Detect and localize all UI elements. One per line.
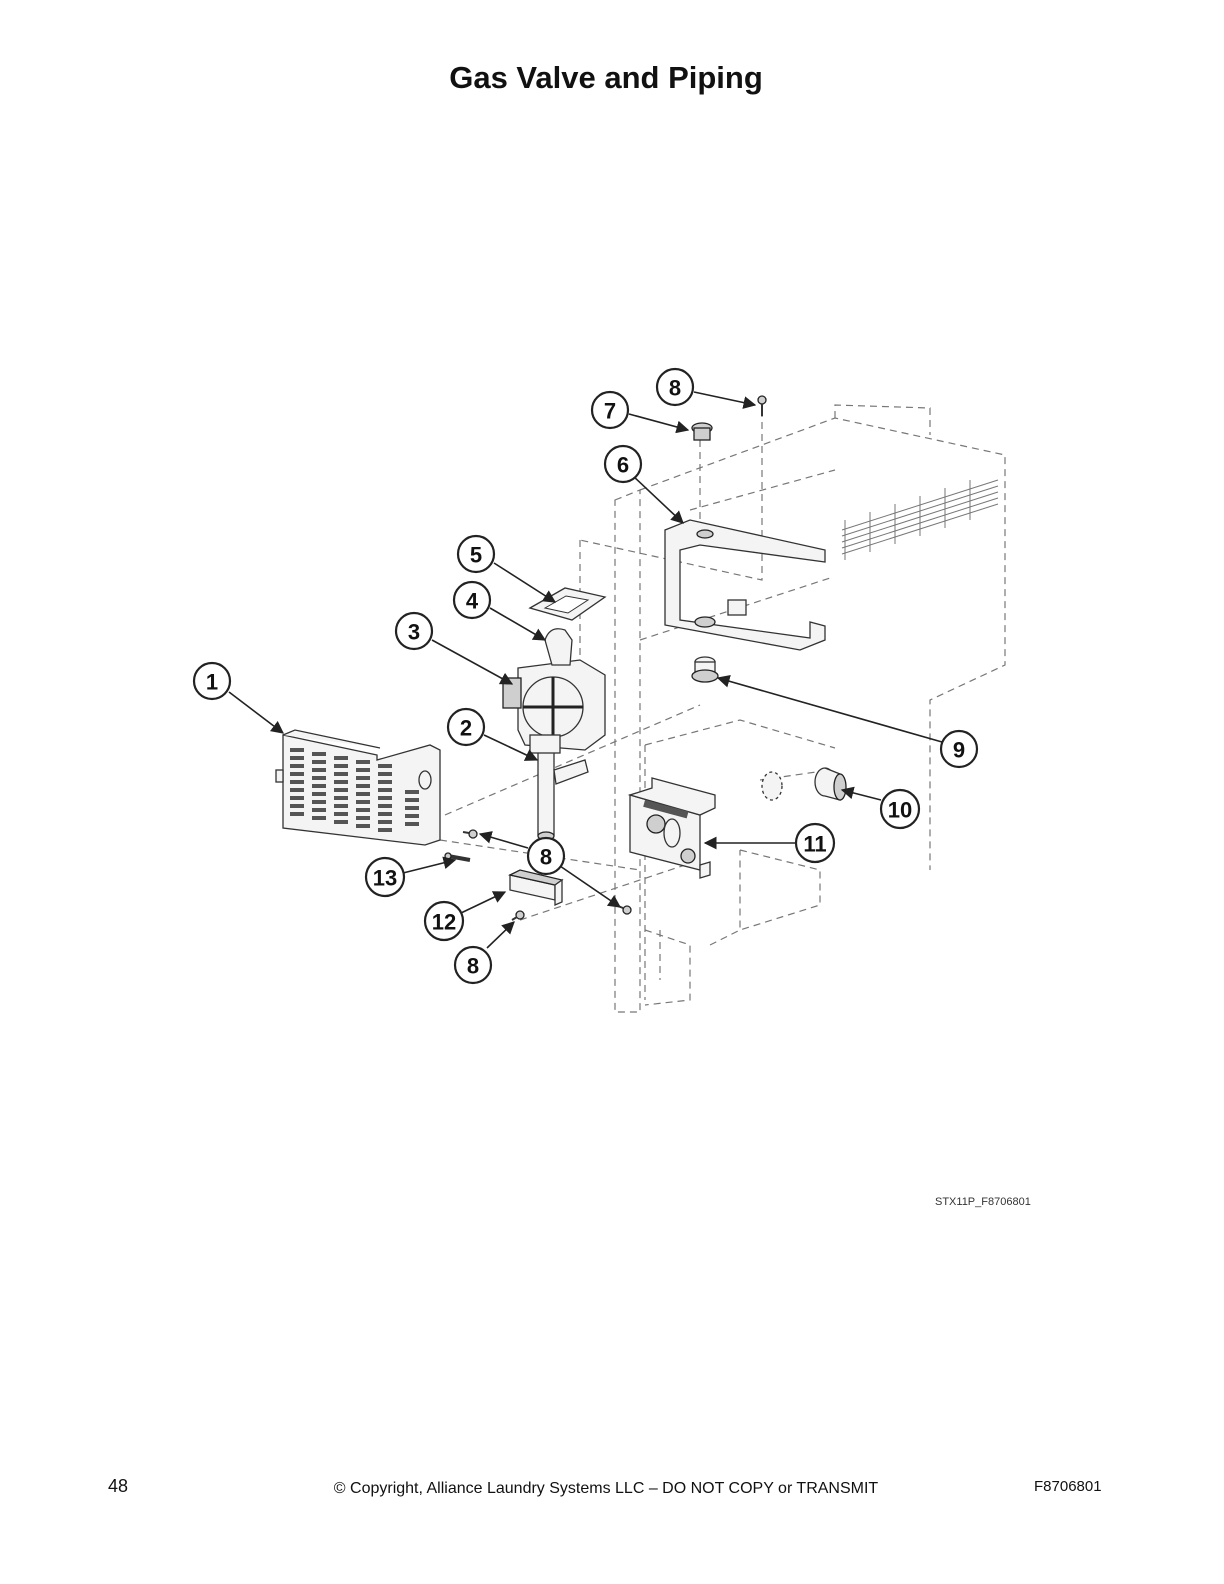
screw-bottom [511,910,525,921]
svg-text:4: 4 [466,589,479,614]
gas-valve-bracket [664,519,826,651]
screw-lower [617,905,632,915]
callout-4: 4 [452,580,492,620]
document-number: F8706801 [1034,1478,1102,1495]
callout-9: 9 [939,729,979,769]
svg-text:7: 7 [604,399,616,424]
callout-11: 11 [794,822,836,864]
page-title: Gas Valve and Piping [449,60,763,95]
callout-6: 6 [603,444,643,484]
svg-text:8: 8 [467,954,479,979]
callout-7: 7 [590,390,630,430]
leader-lines [228,391,943,949]
callout-8-top: 8 [655,367,695,407]
svg-text:2: 2 [460,716,472,741]
callout-5: 5 [456,534,496,574]
dryer-cabinet-outline [579,404,1006,1013]
callout-8-bottom: 8 [453,945,493,985]
callout-1: 1 [192,661,232,701]
screw-middle [462,829,478,839]
callout-10: 10 [879,788,921,830]
bushing [691,656,719,683]
svg-text:10: 10 [888,798,912,823]
page-number: 48 [108,1476,129,1496]
callout-13: 13 [364,856,406,898]
figure-id: STX11P_F8706801 [935,1196,1031,1208]
louvred-cover [275,729,441,846]
callout-8-middle: 8 [526,836,566,876]
screw-top [757,395,767,416]
gas-piping [537,734,589,841]
svg-text:13: 13 [373,866,397,891]
svg-text:8: 8 [669,376,681,401]
svg-text:5: 5 [470,543,482,568]
svg-text:3: 3 [408,620,420,645]
callout-2: 2 [446,707,486,747]
copyright-notice: © Copyright, Alliance Laundry Systems LL… [333,1480,879,1497]
mounting-plate [627,777,716,879]
cap-fitting [761,767,847,801]
svg-text:6: 6 [617,453,629,478]
svg-text:9: 9 [953,738,965,763]
elbow-fitting [544,628,573,666]
callout-3: 3 [394,611,434,651]
svg-text:11: 11 [803,832,826,857]
pin [444,852,471,862]
small-bracket [508,869,564,906]
svg-text:1: 1 [206,670,218,695]
svg-text:12: 12 [432,910,456,935]
gas-valve [502,659,606,754]
grommet [691,422,713,441]
cabinet-louvres [841,479,999,560]
svg-text:8: 8 [540,845,552,870]
callout-12: 12 [423,900,465,942]
